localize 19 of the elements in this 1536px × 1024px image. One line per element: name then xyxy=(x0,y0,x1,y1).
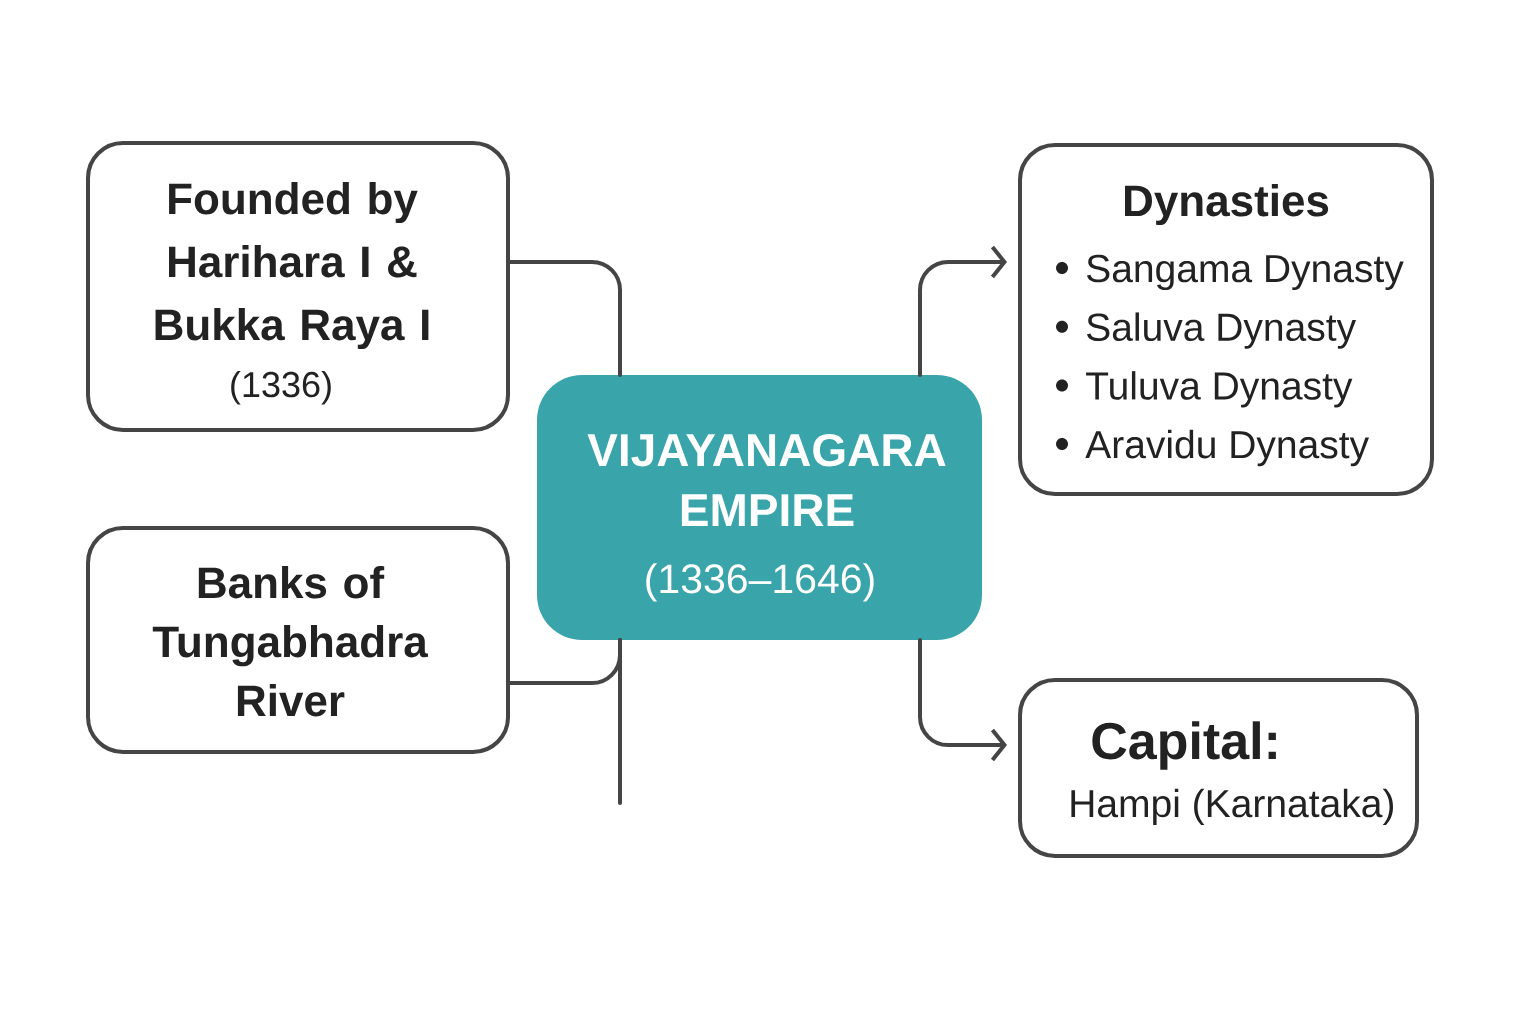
title-box xyxy=(537,375,982,640)
list-item: Saluva Dynasty xyxy=(1087,312,1357,349)
date-text: (1336–1646) xyxy=(646,563,874,602)
connector-line xyxy=(618,638,622,805)
list-item: Aravidu Dynasty xyxy=(1085,429,1369,467)
heading: Capital: xyxy=(1092,721,1276,770)
list-item: Sangama Dynasty xyxy=(1087,254,1404,291)
body-text: Hampi (Karnataka) xyxy=(1071,788,1393,826)
info-box xyxy=(1018,678,1419,858)
list-item: Tuluva Dynasty xyxy=(1086,371,1353,408)
date-text: (1336) xyxy=(231,370,331,405)
heading: Dynasties xyxy=(1125,184,1329,226)
arrow xyxy=(918,245,1007,377)
list-box xyxy=(1018,143,1434,496)
arrow xyxy=(918,638,1007,762)
info-box xyxy=(86,141,510,432)
title-text: VIJAYANAGARA EMPIRE xyxy=(587,433,946,526)
heading: Founded by Harihara I & Bukka Raya I xyxy=(155,182,429,350)
info-box: Banks of Tungabhadra River xyxy=(86,526,510,754)
